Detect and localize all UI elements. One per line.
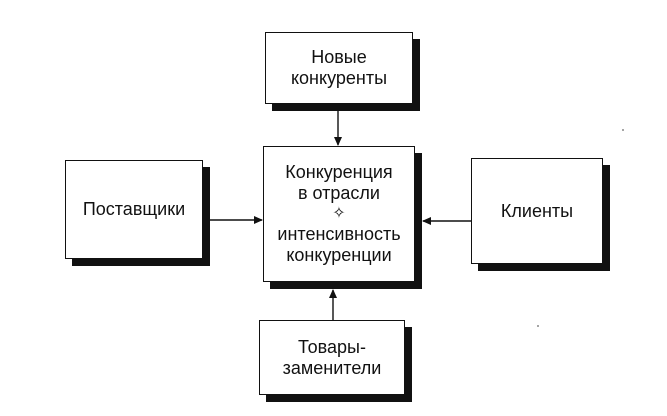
competition-center-box: Конкуренция в отрасли ✧ интенсивность ко… xyxy=(263,146,415,282)
clients-label: Клиенты xyxy=(500,200,574,221)
scan-speck xyxy=(622,129,624,131)
new-competitors-line2: конкуренты xyxy=(290,68,388,88)
substitutes-box: Товары- заменители xyxy=(259,320,405,395)
new-competitors-box: Новые конкуренты xyxy=(265,32,413,104)
scan-speck xyxy=(537,325,539,327)
center-line4: конкуренции xyxy=(286,245,392,265)
substitutes-line2: заменители xyxy=(282,357,382,378)
diamond-icon: ✧ xyxy=(332,205,346,222)
new-competitors-line1: Новые xyxy=(311,47,367,67)
substitutes-line1: Товары- xyxy=(298,336,366,357)
suppliers-label: Поставщики xyxy=(82,199,186,219)
clients-box: Клиенты xyxy=(471,158,603,264)
suppliers-box: Поставщики xyxy=(65,160,203,259)
center-line1: Конкуренция xyxy=(285,162,393,182)
center-line3: интенсивность xyxy=(277,224,401,244)
center-line2: в отрасли xyxy=(297,183,380,203)
